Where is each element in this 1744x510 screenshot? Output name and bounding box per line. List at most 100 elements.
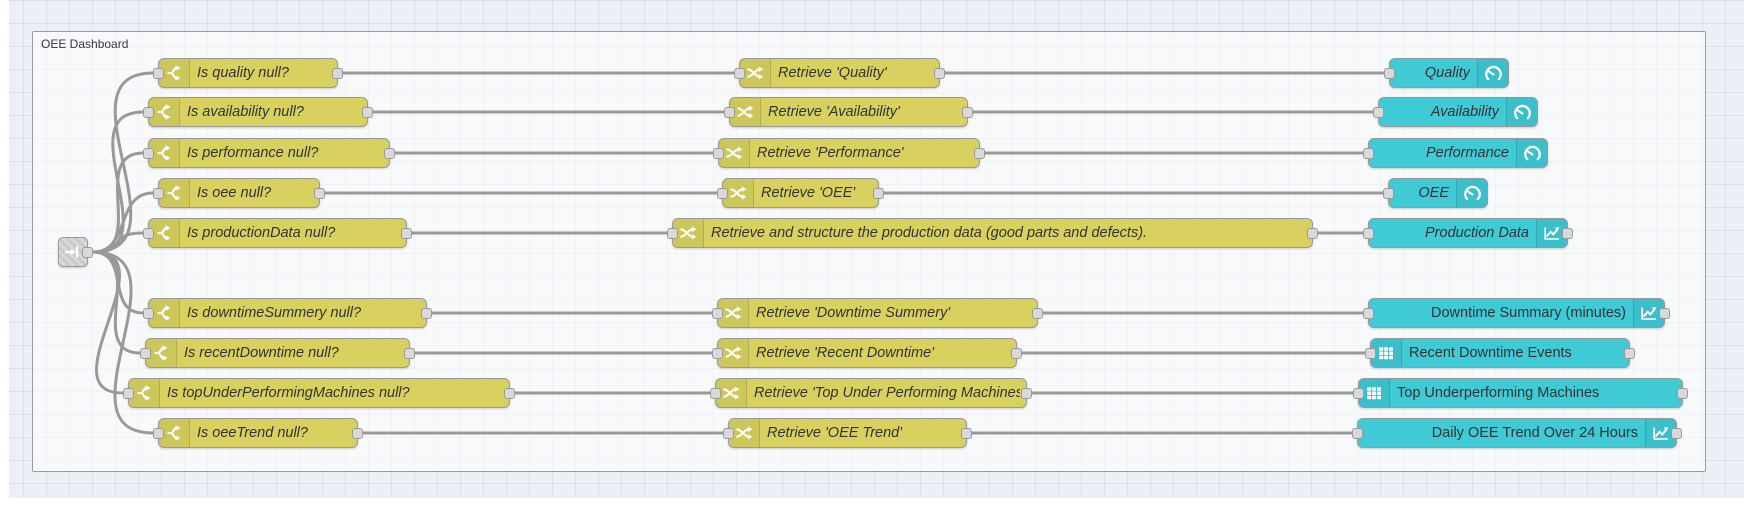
port-input[interactable] <box>1373 106 1384 118</box>
port-output[interactable] <box>504 387 515 399</box>
port-input[interactable] <box>1384 67 1395 79</box>
port-input[interactable] <box>710 387 721 399</box>
wire[interactable] <box>92 250 154 435</box>
node-label: Performance <box>1425 145 1509 161</box>
change-icon <box>719 139 750 167</box>
port-output[interactable] <box>352 427 363 439</box>
port-output[interactable] <box>961 427 972 439</box>
port-output[interactable] <box>1021 387 1032 399</box>
node-is-quality-null[interactable]: Is quality null? <box>153 58 343 88</box>
port-input[interactable] <box>143 147 154 159</box>
port-output[interactable] <box>314 187 325 199</box>
node-retrieve-recent-downtime[interactable]: Retrieve 'Recent Downtime' <box>712 338 1022 368</box>
port-output[interactable] <box>404 347 415 359</box>
port-output[interactable] <box>384 147 395 159</box>
port-output[interactable] <box>934 67 945 79</box>
node-downtime-summary-chart[interactable]: Downtime Summary (minutes) <box>1363 298 1670 328</box>
port-input[interactable] <box>140 347 151 359</box>
wire[interactable] <box>92 250 124 395</box>
node-availability-gauge[interactable]: Availability <box>1373 97 1538 127</box>
port-input[interactable] <box>1383 187 1394 199</box>
gauge-icon <box>1456 179 1487 207</box>
port-input[interactable] <box>143 227 154 239</box>
port-output[interactable] <box>1659 307 1670 319</box>
node-retrieve-performance[interactable]: Retrieve 'Performance' <box>713 138 985 168</box>
port-input[interactable] <box>717 187 728 199</box>
port-output[interactable] <box>332 67 343 79</box>
node-link-in[interactable] <box>58 237 93 267</box>
port-output[interactable] <box>82 246 93 258</box>
port-output[interactable] <box>1624 347 1635 359</box>
port-input[interactable] <box>712 307 723 319</box>
port-output[interactable] <box>362 106 373 118</box>
node-retrieve-availability[interactable]: Retrieve 'Availability' <box>724 97 973 127</box>
port-output[interactable] <box>401 227 412 239</box>
node-is-productiondata-null[interactable]: Is productionData null? <box>143 218 412 248</box>
wire[interactable] <box>92 191 154 254</box>
node-is-downtimesummery-null[interactable]: Is downtimeSummery null? <box>143 298 432 328</box>
node-daily-oee-trend-chart[interactable]: Daily OEE Trend Over 24 Hours <box>1352 418 1682 448</box>
port-output[interactable] <box>1307 227 1318 239</box>
gauge-icon <box>1506 98 1537 126</box>
node-label: Retrieve and structure the production da… <box>711 225 1148 241</box>
node-label: OEE <box>1418 185 1449 201</box>
change-icon <box>673 219 704 247</box>
port-output[interactable] <box>873 187 884 199</box>
port-input[interactable] <box>1352 427 1363 439</box>
port-input[interactable] <box>667 227 678 239</box>
node-retrieve-oee[interactable]: Retrieve 'OEE' <box>717 178 884 208</box>
port-input[interactable] <box>723 427 734 439</box>
port-input[interactable] <box>1353 387 1364 399</box>
switch-icon <box>129 379 160 407</box>
node-label: Recent Downtime Events <box>1409 345 1572 361</box>
node-is-availability-null[interactable]: Is availability null? <box>143 97 373 127</box>
node-retrieve-downtime-summery[interactable]: Retrieve 'Downtime Summery' <box>712 298 1043 328</box>
port-input[interactable] <box>123 387 134 399</box>
node-oee-gauge[interactable]: OEE <box>1383 178 1488 208</box>
port-output[interactable] <box>1011 347 1022 359</box>
node-label: Retrieve 'Quality' <box>778 65 887 81</box>
port-input[interactable] <box>153 187 164 199</box>
port-input[interactable] <box>143 106 154 118</box>
port-input[interactable] <box>713 147 724 159</box>
group-label: OEE Dashboard <box>41 37 129 51</box>
port-output[interactable] <box>1562 227 1573 239</box>
node-is-oee-null[interactable]: Is oee null? <box>153 178 325 208</box>
node-top-underperforming-machines-table[interactable]: Top Underperforming Machines <box>1353 378 1688 408</box>
port-input[interactable] <box>1365 347 1376 359</box>
node-production-data-chart[interactable]: Production Data <box>1363 218 1573 248</box>
port-input[interactable] <box>1363 227 1374 239</box>
port-output[interactable] <box>974 147 985 159</box>
node-quality-gauge[interactable]: Quality <box>1384 58 1509 88</box>
port-output[interactable] <box>1671 427 1682 439</box>
node-retrieve-quality[interactable]: Retrieve 'Quality' <box>734 58 945 88</box>
node-retrieve-top-under-performing-machines[interactable]: Retrieve 'Top Under Performing Machines' <box>710 378 1032 408</box>
table-icon <box>1371 339 1402 367</box>
port-input[interactable] <box>143 307 154 319</box>
node-retrieve-oee-trend[interactable]: Retrieve 'OEE Trend' <box>723 418 972 448</box>
node-retrieve-production-data[interactable]: Retrieve and structure the production da… <box>667 218 1318 248</box>
port-input[interactable] <box>1363 147 1374 159</box>
port-output[interactable] <box>962 106 973 118</box>
node-label: Is performance null? <box>187 145 319 161</box>
port-output[interactable] <box>1032 307 1043 319</box>
scrollbar-track-vertical[interactable] <box>0 0 9 498</box>
port-output[interactable] <box>1677 387 1688 399</box>
node-recent-downtime-events-table[interactable]: Recent Downtime Events <box>1365 338 1635 368</box>
node-is-topunderperformingmachines-null[interactable]: Is topUnderPerformingMachines null? <box>123 378 515 408</box>
change-icon <box>716 379 747 407</box>
port-output[interactable] <box>421 307 432 319</box>
port-input[interactable] <box>153 427 164 439</box>
node-is-performance-null[interactable]: Is performance null? <box>143 138 395 168</box>
node-performance-gauge[interactable]: Performance <box>1363 138 1548 168</box>
node-is-oeetrend-null[interactable]: Is oeeTrend null? <box>153 418 363 448</box>
port-input[interactable] <box>153 67 164 79</box>
scrollbar-track-horizontal[interactable] <box>0 498 1744 510</box>
port-input[interactable] <box>1363 307 1374 319</box>
node-is-recentdowntime-null[interactable]: Is recentDowntime null? <box>140 338 415 368</box>
node-label: Availability <box>1430 104 1499 120</box>
port-input[interactable] <box>724 106 735 118</box>
port-input[interactable] <box>734 67 745 79</box>
port-input[interactable] <box>712 347 723 359</box>
